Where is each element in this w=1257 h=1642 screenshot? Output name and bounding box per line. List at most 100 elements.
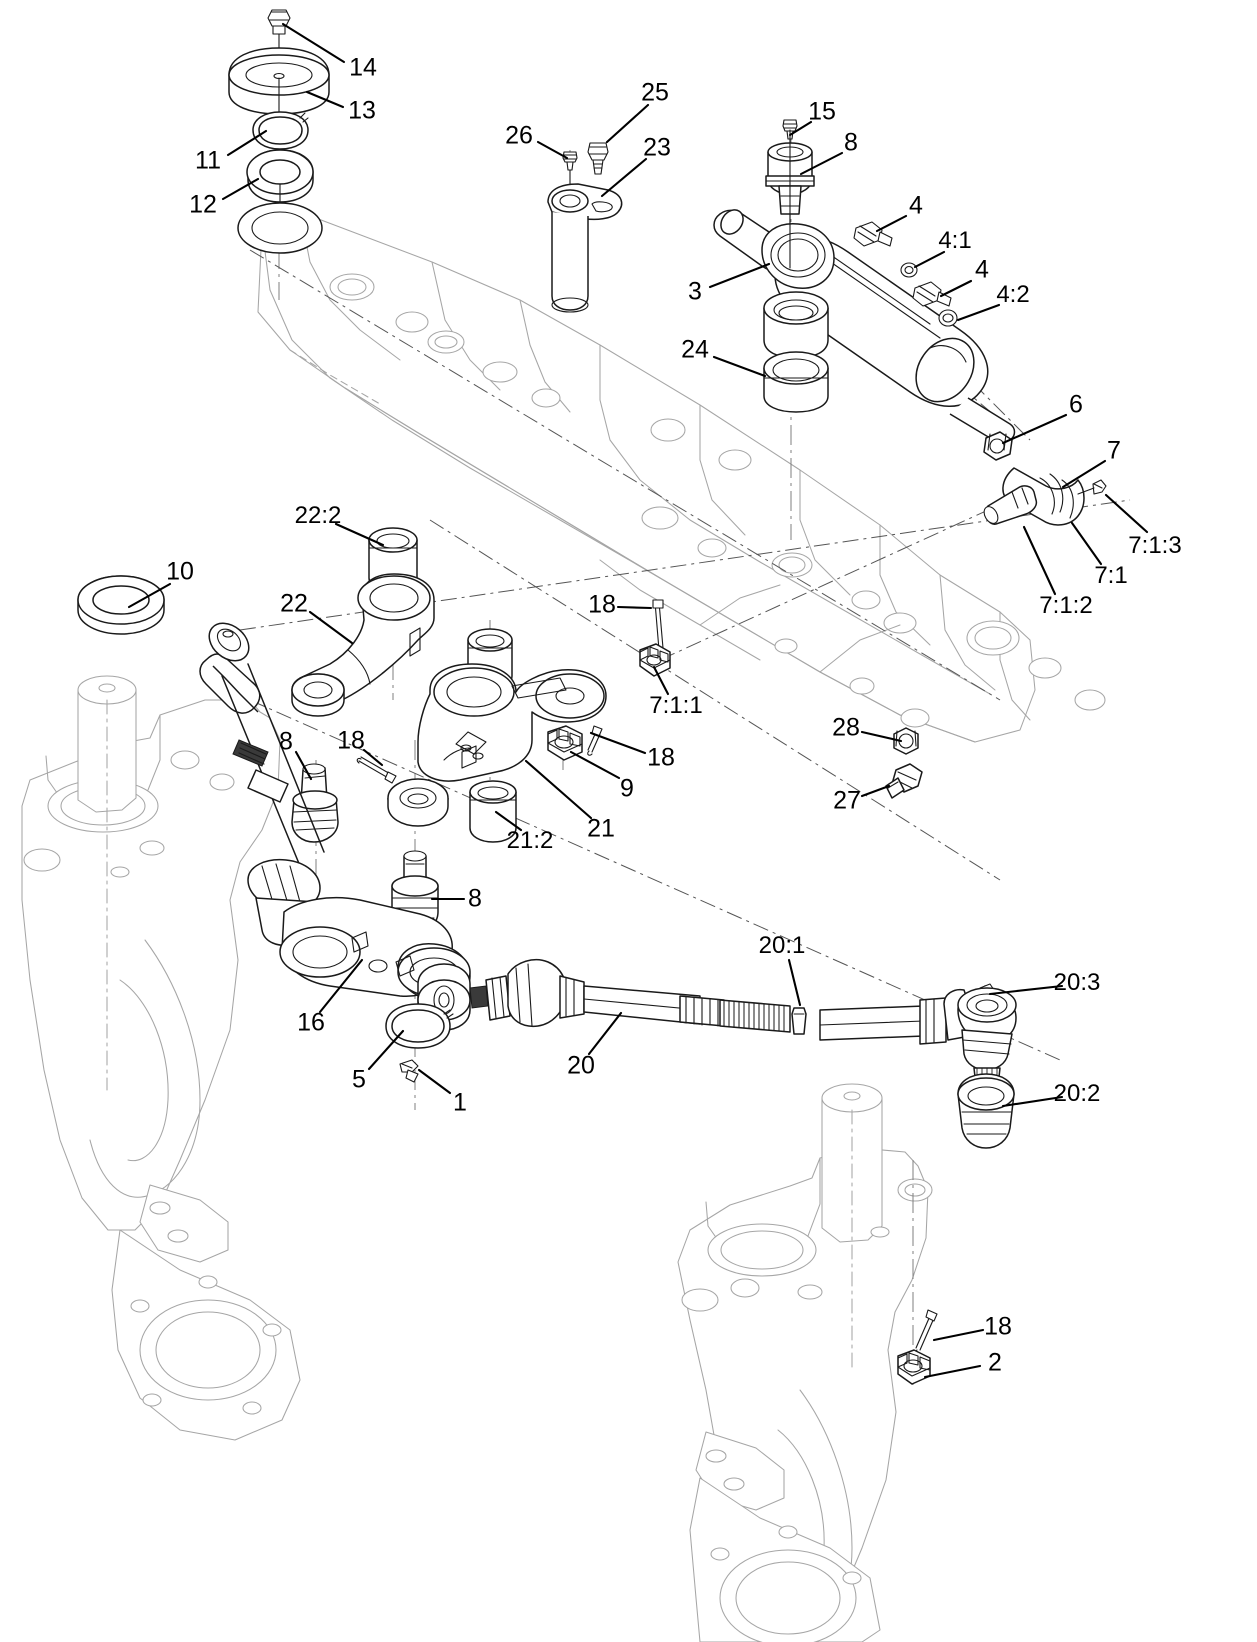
leader-line-4-2 [956, 303, 1001, 322]
callout-label-7-1-2: 7:1:2 [1039, 592, 1093, 619]
callout-label-11: 11 [195, 146, 221, 175]
part-16-lower-control-arm [199, 622, 471, 1031]
right-steering-knuckle-phantom [677, 1083, 933, 1642]
part-9-castle-nut [547, 725, 583, 761]
part-10-thrust-washer [77, 575, 165, 635]
callout-label-14: 14 [349, 53, 377, 82]
part-18-cotter-pin-c [587, 725, 603, 756]
leader-line-24 [712, 355, 767, 378]
part-20-outer-ball-joint [957, 987, 1017, 1087]
leader-line-20-2 [1001, 1095, 1064, 1108]
leader-line-22-2 [334, 522, 385, 547]
part-27-hex-bolt [885, 763, 923, 799]
leader-line-12 [221, 177, 260, 201]
leader-line-4 [875, 214, 908, 233]
callout-label-1: 1 [453, 1088, 467, 1117]
leader-line-15 [788, 120, 813, 137]
leader-line-28 [860, 730, 903, 743]
leader-line-8 [799, 151, 844, 176]
callout-label-22-2: 22:2 [294, 502, 342, 529]
part-21-upper-control-arm [387, 663, 607, 827]
part-18-cotter-pin-d [915, 1309, 938, 1355]
part-12-thrust-washer [246, 149, 314, 217]
callout-label-7-1-1: 7:1:1 [649, 692, 703, 719]
leader-line-21-2 [494, 810, 523, 832]
leader-line-22 [308, 610, 354, 645]
part-20-outer-tube [819, 988, 971, 1045]
part-13-cap [228, 47, 330, 129]
frame-upper-bushing [237, 202, 323, 254]
callout-label-8: 8 [279, 727, 293, 756]
part-3-steering-cylinder [713, 129, 1016, 443]
part-4-hydraulic-fitting-lower [912, 281, 952, 307]
callout-label-25: 25 [641, 78, 669, 107]
callout-label-18: 18 [337, 726, 365, 755]
callout-label-27: 27 [833, 786, 861, 815]
callout-label-24: 24 [681, 335, 709, 364]
part-18-cotter-pin-b [356, 756, 397, 784]
leader-line-5 [367, 1029, 405, 1071]
callout-label-18: 18 [588, 590, 616, 619]
callout-label-7: 7 [1107, 436, 1121, 465]
leader-line-4-1 [913, 250, 946, 269]
leader-line-21 [524, 759, 593, 820]
leader-line-20-1 [787, 958, 802, 1007]
part-1-grease-fitting [399, 1059, 419, 1083]
left-steering-knuckle-phantom [21, 675, 301, 1441]
leader-line-7 [1061, 459, 1107, 489]
callout-label-20: 20 [567, 1051, 595, 1080]
part-18-cotter-pin-a [652, 599, 664, 654]
callout-label-28: 28 [832, 713, 860, 742]
leader-line-6 [1001, 413, 1068, 445]
callout-label-2: 2 [988, 1348, 1002, 1377]
callout-label-4-2: 4:2 [996, 281, 1030, 308]
part-5-retaining-snap-ring [385, 1003, 454, 1049]
part-7-1-1-castle-nut [639, 643, 671, 677]
callout-label-4: 4 [975, 255, 989, 284]
callout-label-20-1: 20:1 [758, 932, 806, 959]
callout-label-8: 8 [468, 884, 482, 913]
leader-line-23 [600, 157, 648, 198]
leader-line-7-1-3 [1104, 493, 1149, 534]
leader-line-16 [318, 958, 364, 1014]
callout-label-23: 23 [643, 133, 671, 162]
leader-line-14 [281, 22, 346, 64]
callout-leader-lines [127, 22, 1149, 1379]
part-28-hex-nut [893, 727, 919, 755]
part-4-2-o-ring [938, 309, 958, 327]
callout-label-5: 5 [352, 1065, 366, 1094]
leader-line-18 [362, 748, 384, 767]
leader-line-3 [708, 262, 771, 289]
leader-line-8 [294, 750, 313, 781]
leader-line-27 [860, 784, 891, 798]
part-2-castle-nut [897, 1349, 931, 1385]
leader-line-18 [932, 1328, 985, 1342]
leader-line-13 [305, 90, 345, 109]
leader-line-7-1-2 [1022, 525, 1057, 596]
leader-line-2 [923, 1364, 982, 1379]
leader-line-18 [589, 731, 647, 755]
callout-label-4: 4 [909, 191, 923, 220]
part-20-1-jam-nut [791, 1007, 807, 1035]
callout-label-4-1: 4:1 [938, 227, 972, 254]
axle-frame-phantom [257, 211, 1106, 743]
callout-label-8: 8 [844, 128, 858, 157]
part-4-1-o-ring [900, 262, 918, 278]
leader-line-4 [939, 279, 973, 298]
callout-label-21: 21 [587, 814, 615, 843]
part-8-ball-joint-midleft [291, 763, 339, 843]
part-25-flange-screw [587, 142, 609, 175]
callout-label-20-3: 20:3 [1053, 969, 1101, 996]
part-20-2-ball-joint-boot [957, 1073, 1015, 1149]
callout-label-9: 9 [620, 774, 634, 803]
part-20-tie-rod-assembly [469, 958, 791, 1033]
part-6-hex-jam-nut [983, 431, 1013, 461]
callout-label-10: 10 [166, 557, 194, 586]
leader-line-20-3 [988, 984, 1064, 996]
callout-label-20-2: 20:2 [1053, 1080, 1101, 1107]
leader-line-1 [417, 1068, 452, 1095]
callout-label-26: 26 [505, 121, 533, 150]
callout-label-18: 18 [647, 743, 675, 772]
callout-label-3: 3 [688, 277, 702, 306]
